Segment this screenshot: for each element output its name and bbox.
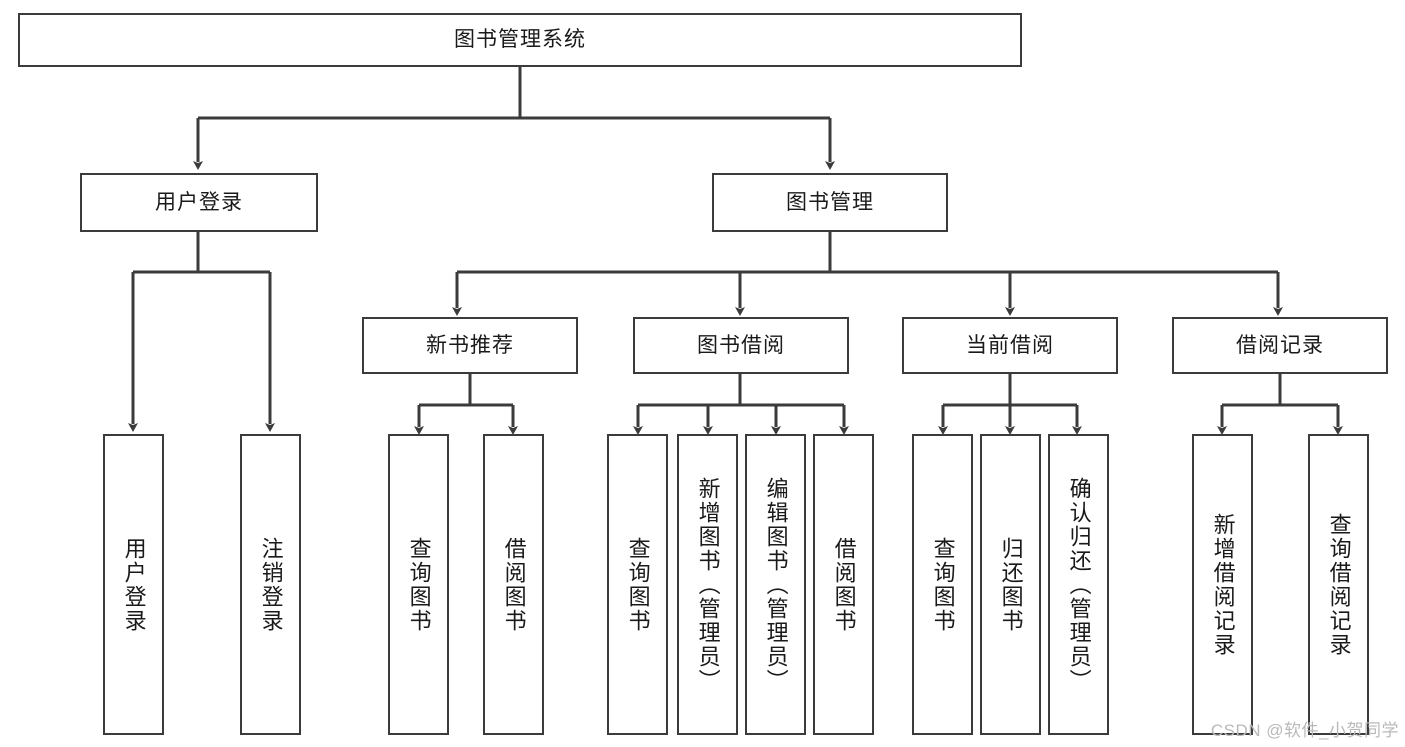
node-user-login[interactable]: 用户登录	[80, 173, 318, 232]
leaf-borrow-book-recommend[interactable]: 借阅图书	[483, 434, 544, 735]
leaf-query-borrow-record[interactable]: 查询借阅记录	[1308, 434, 1369, 735]
node-label: 图书管理系统	[454, 28, 586, 52]
node-label: 编辑图书（管理员）	[763, 476, 789, 693]
node-book-borrow[interactable]: 图书借阅	[633, 317, 849, 374]
leaf-query-book-borrow[interactable]: 查询图书	[607, 434, 668, 735]
leaf-confirm-return[interactable]: 确认归还（管理员）	[1048, 434, 1109, 735]
node-label: 用户登录	[121, 536, 147, 633]
node-label: 借阅记录	[1236, 333, 1324, 357]
node-borrow-record[interactable]: 借阅记录	[1172, 317, 1388, 374]
node-current-borrow[interactable]: 当前借阅	[902, 317, 1118, 374]
leaf-edit-book[interactable]: 编辑图书（管理员）	[745, 434, 806, 735]
node-root-system[interactable]: 图书管理系统	[18, 13, 1022, 67]
leaf-logout-login[interactable]: 注销登录	[240, 434, 301, 735]
node-book-manage[interactable]: 图书管理	[712, 173, 948, 232]
node-label: 确认归还（管理员）	[1066, 476, 1092, 693]
node-label: 查询图书	[930, 536, 956, 633]
leaf-query-book-recommend[interactable]: 查询图书	[388, 434, 449, 735]
leaf-add-book[interactable]: 新增图书（管理员）	[677, 434, 738, 735]
node-label: 新增借阅记录	[1210, 512, 1236, 657]
node-label: 新书推荐	[426, 333, 514, 357]
node-label: 借阅图书	[831, 536, 857, 633]
leaf-query-book-current[interactable]: 查询图书	[912, 434, 973, 735]
node-label: 查询图书	[406, 536, 432, 633]
node-label: 查询图书	[625, 536, 651, 633]
leaf-user-login[interactable]: 用户登录	[103, 434, 164, 735]
node-new-book-recommend[interactable]: 新书推荐	[362, 317, 578, 374]
node-label: 图书借阅	[697, 333, 785, 357]
node-label: 注销登录	[258, 536, 284, 633]
node-label: 新增图书（管理员）	[695, 476, 721, 693]
node-label: 用户登录	[155, 190, 243, 214]
leaf-return-book[interactable]: 归还图书	[980, 434, 1041, 735]
node-label: 查询借阅记录	[1326, 512, 1352, 657]
node-label: 图书管理	[786, 190, 874, 214]
node-label: 借阅图书	[501, 536, 527, 633]
node-label: 归还图书	[998, 536, 1024, 633]
csdn-watermark: CSDN @软件_小贺同学	[1210, 721, 1399, 740]
node-label: 当前借阅	[966, 333, 1054, 357]
leaf-add-borrow-record[interactable]: 新增借阅记录	[1192, 434, 1253, 735]
leaf-borrow-book[interactable]: 借阅图书	[813, 434, 874, 735]
